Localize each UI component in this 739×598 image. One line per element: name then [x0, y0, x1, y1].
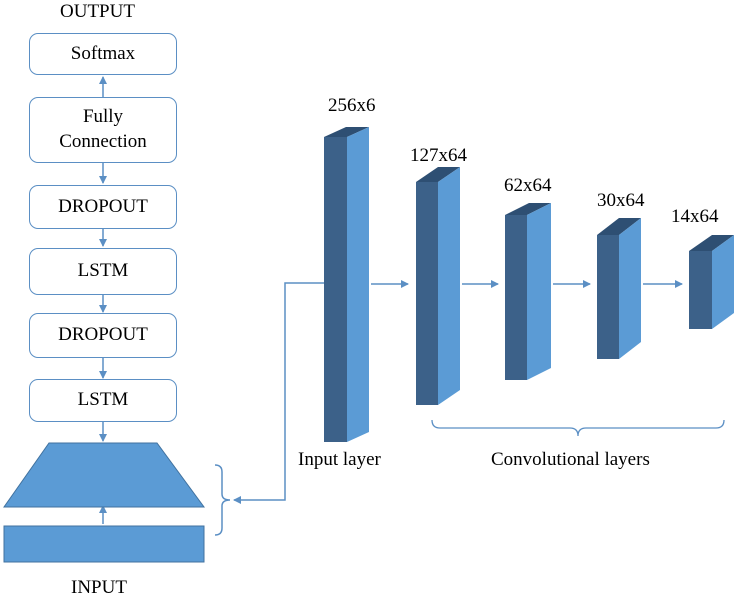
- input-block: [3, 525, 205, 563]
- block-conv-1: [416, 167, 460, 405]
- cnn-trapezoid: [3, 442, 205, 508]
- output-label: OUTPUT: [60, 1, 135, 22]
- dim-label-5: 14x64: [671, 206, 719, 227]
- conv-bracket: [431, 419, 725, 437]
- connector-cnn-to-lstm: [233, 282, 325, 504]
- block-input-layer: [324, 127, 369, 442]
- dropout-box-top: DROPOUT: [29, 185, 177, 229]
- lstm-bottom-label: LSTM: [77, 389, 129, 411]
- lstm-box-top: LSTM: [29, 248, 177, 295]
- fully-connection-line1: Fully: [82, 106, 124, 128]
- dropout-top-label: DROPOUT: [58, 195, 148, 217]
- block-conv-2: [505, 203, 551, 380]
- block-conv-4: [689, 235, 734, 329]
- dropout-box-bottom: DROPOUT: [29, 313, 177, 358]
- input-label: INPUT: [71, 577, 127, 598]
- fully-connection-line2: Connection: [59, 131, 147, 152]
- fully-connection-box: Fully Connection: [29, 97, 177, 163]
- lstm-top-label: LSTM: [77, 260, 129, 282]
- softmax-box: Softmax: [29, 33, 177, 75]
- block-conv-3: [597, 218, 641, 359]
- input-brace: [214, 464, 231, 536]
- dim-label-4: 30x64: [597, 190, 645, 211]
- dropout-bottom-label: DROPOUT: [58, 324, 148, 346]
- lstm-box-bottom: LSTM: [29, 379, 177, 422]
- input-layer-label: Input layer: [298, 449, 381, 470]
- conv-layers-label: Convolutional layers: [491, 449, 650, 470]
- dim-label-2: 127x64: [410, 145, 467, 166]
- dim-label-1: 256x6: [328, 95, 376, 116]
- dim-label-3: 62x64: [504, 175, 552, 196]
- softmax-label: Softmax: [70, 42, 136, 64]
